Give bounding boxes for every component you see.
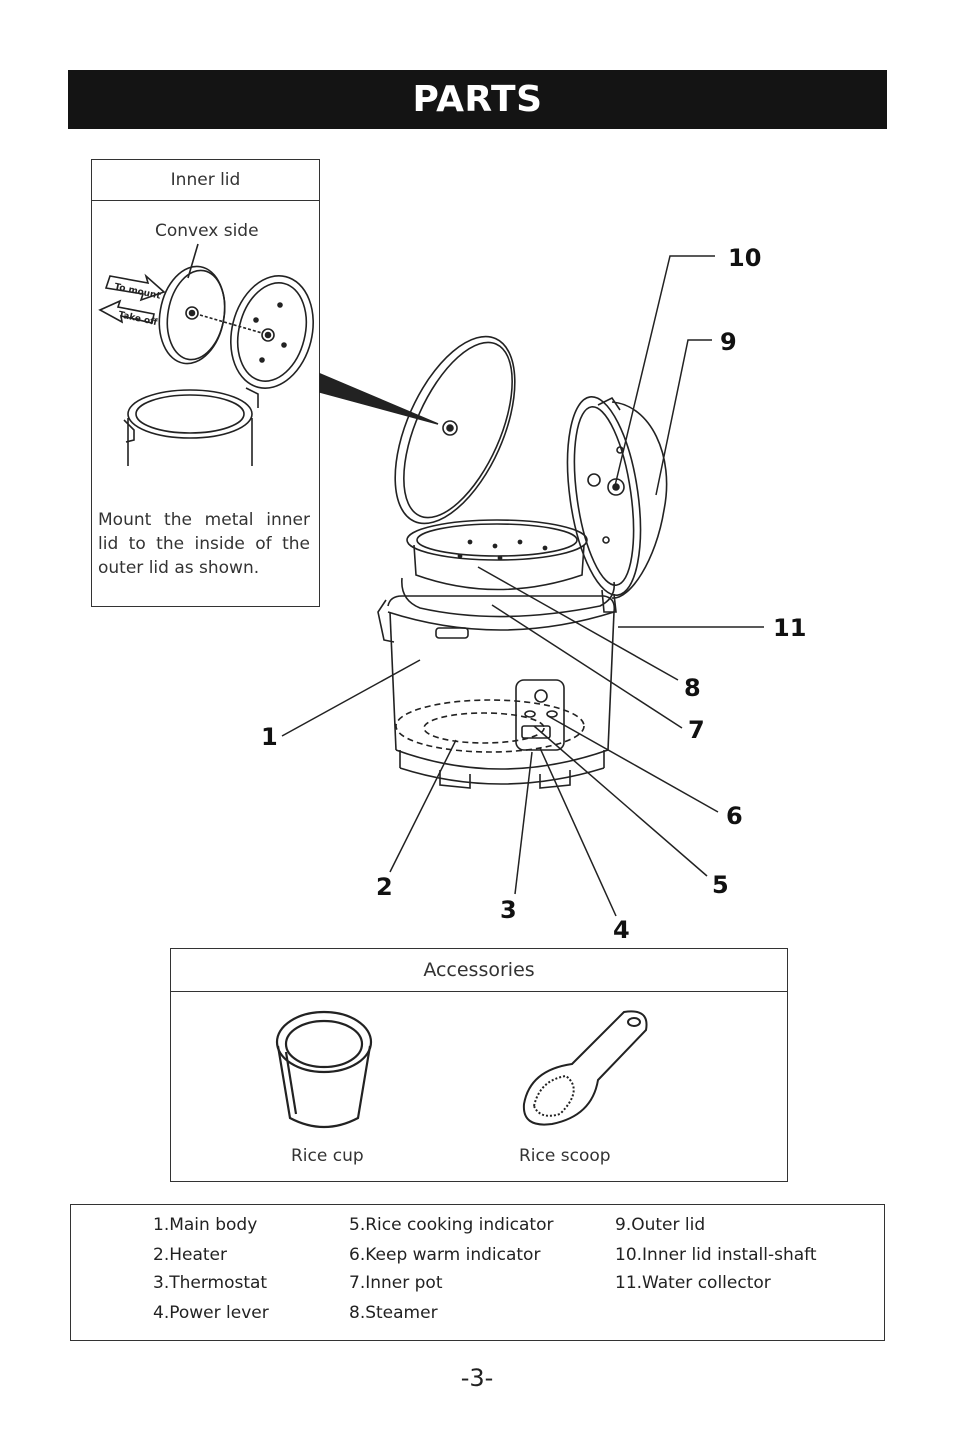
page-number: -3- [460, 1364, 494, 1392]
legend-item: 11.Water collector [615, 1273, 771, 1293]
legend-item: 2.Heater [153, 1245, 227, 1265]
inner-lid-note: Mount the metal inner lid to the inside … [98, 510, 310, 578]
callout-8: 8 [684, 674, 701, 702]
mount-arrow-icon: To mount [104, 273, 166, 302]
legend-item: 10.Inner lid install-shaft [615, 1245, 817, 1265]
legend-item: 9.Outer lid [615, 1215, 706, 1235]
legend-item: 6.Keep warm indicator [349, 1245, 541, 1265]
heater-icon [395, 699, 585, 753]
legend-item: 7.Inner pot [349, 1273, 443, 1293]
accessories-heading: Accessories [171, 949, 787, 992]
accessories-panel: Accessories [170, 948, 788, 1182]
callout-7: 7 [688, 716, 705, 744]
callout-4: 4 [613, 916, 630, 944]
parts-legend: 1.Main body 2.Heater 3.Thermostat 4.Powe… [70, 1204, 885, 1341]
legend-item: 1.Main body [153, 1215, 258, 1235]
callout-9: 9 [720, 328, 737, 356]
outer-lid-icon-large [611, 401, 668, 599]
callout-5: 5 [712, 871, 729, 899]
leader-3 [514, 751, 533, 895]
legend-item: 5.Rice cooking indicator [349, 1215, 554, 1235]
convex-side-label: Convex side [155, 221, 259, 241]
rice-cup-icon [275, 1010, 373, 1128]
leader-7 [491, 604, 683, 729]
legend-item: 4.Power lever [153, 1303, 269, 1323]
main-body-icon [387, 595, 616, 613]
leader-1 [281, 659, 421, 737]
take-off-arrow-icon: Take off [98, 299, 159, 328]
legend-item: 3.Thermostat [153, 1273, 268, 1293]
callout-6: 6 [726, 802, 743, 830]
outer-lid-icon [230, 275, 314, 389]
leader-2 [389, 739, 457, 873]
leader-9 [655, 339, 712, 496]
leader-8 [477, 566, 679, 681]
inner-lid-panel: Inner lid Mount the metal inner lid to t… [91, 159, 320, 607]
page-title: PARTS [68, 70, 887, 129]
inner-lid-large-icon [394, 335, 516, 525]
leader-4 [539, 747, 617, 917]
leader-6 [547, 715, 719, 813]
leader-5 [533, 725, 708, 877]
callout-11: 11 [773, 614, 807, 642]
convex-leader-line [187, 243, 199, 279]
detail-connector [319, 372, 439, 425]
steamer-icon [406, 519, 588, 561]
callout-1: 1 [261, 723, 278, 751]
callout-2: 2 [376, 873, 393, 901]
control-panel [515, 679, 565, 751]
rice-scoop-label: Rice scoop [519, 1146, 611, 1166]
inner-lid-heading: Inner lid [92, 160, 319, 201]
legend-item: 8.Steamer [349, 1303, 438, 1323]
leader-10 [613, 255, 715, 491]
rice-cup-label: Rice cup [291, 1146, 364, 1166]
callout-10: 10 [728, 244, 762, 272]
cooker-rim-icon [127, 389, 253, 439]
rice-scoop-icon [522, 1010, 648, 1126]
callout-3: 3 [500, 896, 517, 924]
